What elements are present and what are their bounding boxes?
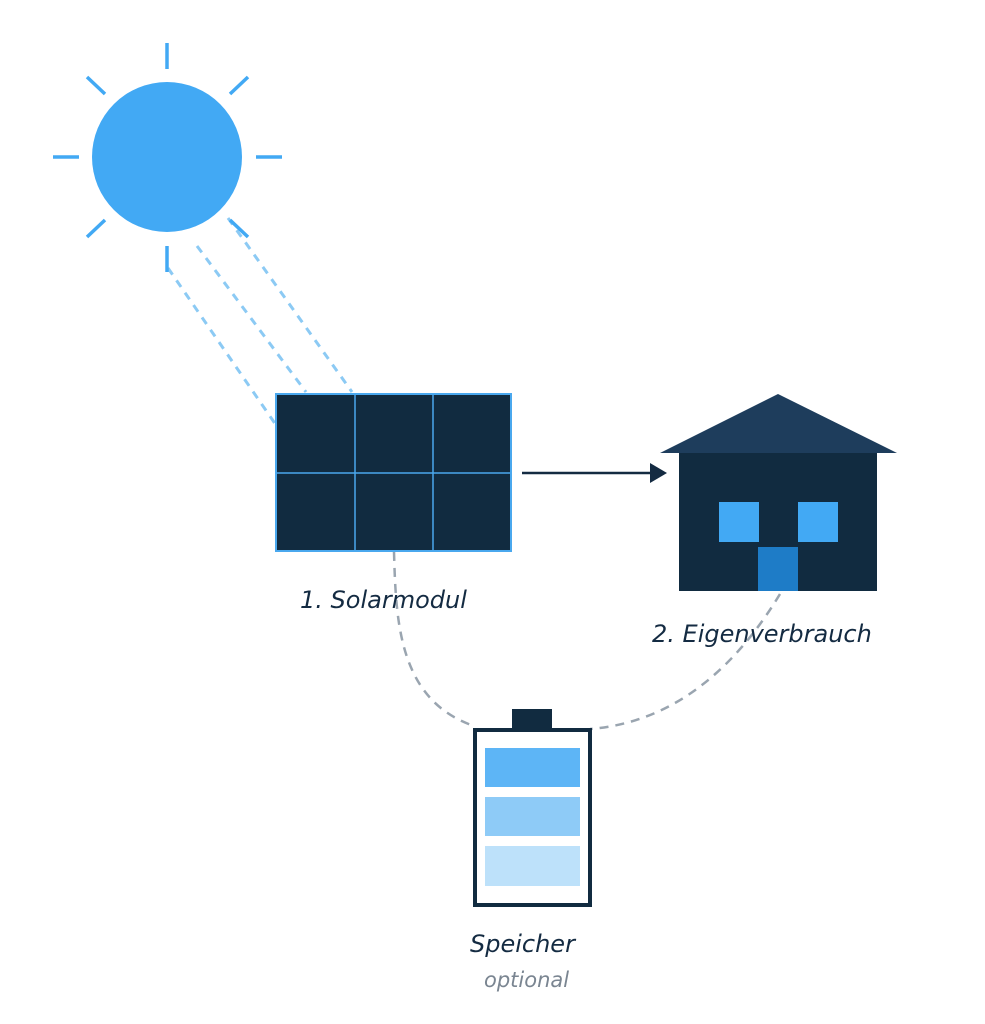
house-window bbox=[719, 502, 759, 542]
house-icon bbox=[660, 394, 897, 591]
connector-panel-to-battery bbox=[392, 551, 475, 728]
battery-cell bbox=[485, 748, 580, 787]
solar-module-label: 1. Solarmodul bbox=[300, 586, 467, 614]
sun-beam bbox=[195, 245, 308, 393]
sun-icon bbox=[53, 43, 282, 272]
battery-cell bbox=[485, 846, 580, 886]
solar-panel-icon bbox=[275, 393, 512, 552]
self-consumption-label: 2. Eigenverbrauch bbox=[652, 620, 872, 648]
house-roof bbox=[660, 394, 897, 453]
sun-beams bbox=[166, 217, 354, 426]
storage-label: Speicher bbox=[470, 930, 575, 958]
battery-cell bbox=[485, 797, 580, 836]
arrow-right-icon bbox=[522, 463, 667, 483]
battery-terminal bbox=[512, 709, 552, 730]
storage-optional-note: optional bbox=[484, 968, 570, 992]
sun-beam bbox=[226, 217, 354, 393]
battery-icon bbox=[473, 709, 592, 907]
house-window bbox=[798, 502, 838, 542]
connector-house-to-battery bbox=[589, 593, 782, 731]
sun-beam bbox=[166, 267, 278, 426]
house-door bbox=[758, 547, 798, 591]
